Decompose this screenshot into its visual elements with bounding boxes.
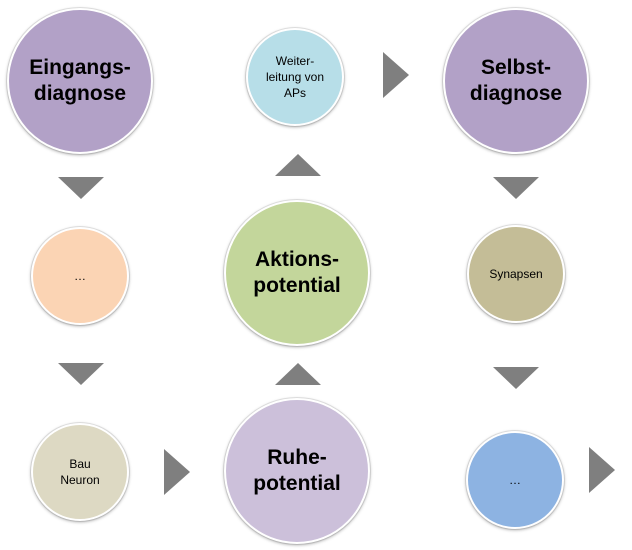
node-ruhepotential: Ruhe- potential	[224, 398, 370, 544]
arrow-right-icon	[164, 449, 190, 495]
arrow-up-icon	[275, 154, 321, 176]
node-selbstdiagnose-label: Selbst- diagnose	[469, 56, 563, 105]
node-weiterleitung: Weiter- leitung von APs	[246, 28, 344, 126]
arrow-down-icon	[493, 177, 539, 199]
node-bau-neuron-label: Bau Neuron	[60, 457, 100, 487]
arrow-up-icon	[275, 363, 321, 385]
node-aktionspotential-label: Aktions- potential	[253, 248, 341, 297]
node-ruhepotential-label: Ruhe- potential	[253, 446, 341, 495]
node-selbstdiagnose: Selbst- diagnose	[443, 8, 589, 154]
arrow-down-icon	[58, 363, 104, 385]
node-synapsen-label: Synapsen	[489, 267, 543, 281]
node-eingangsdiagnose-label: Eingangs- diagnose	[29, 56, 131, 105]
arrow-right-icon	[383, 52, 409, 98]
node-weiterleitung-label: Weiter- leitung von APs	[265, 54, 325, 100]
arrow-down-icon	[493, 367, 539, 389]
node-ellipsis-left-label: …	[74, 269, 86, 283]
node-ellipsis-right-label: …	[509, 473, 521, 487]
arrow-right-icon	[589, 447, 615, 493]
arrow-down-icon	[58, 177, 104, 199]
node-ellipsis-left: …	[31, 227, 129, 325]
node-synapsen: Synapsen	[467, 225, 565, 323]
node-aktionspotential: Aktions- potential	[224, 200, 370, 346]
node-eingangsdiagnose: Eingangs- diagnose	[7, 8, 153, 154]
node-ellipsis-right: …	[466, 431, 564, 529]
node-bau-neuron: Bau Neuron	[31, 423, 129, 521]
